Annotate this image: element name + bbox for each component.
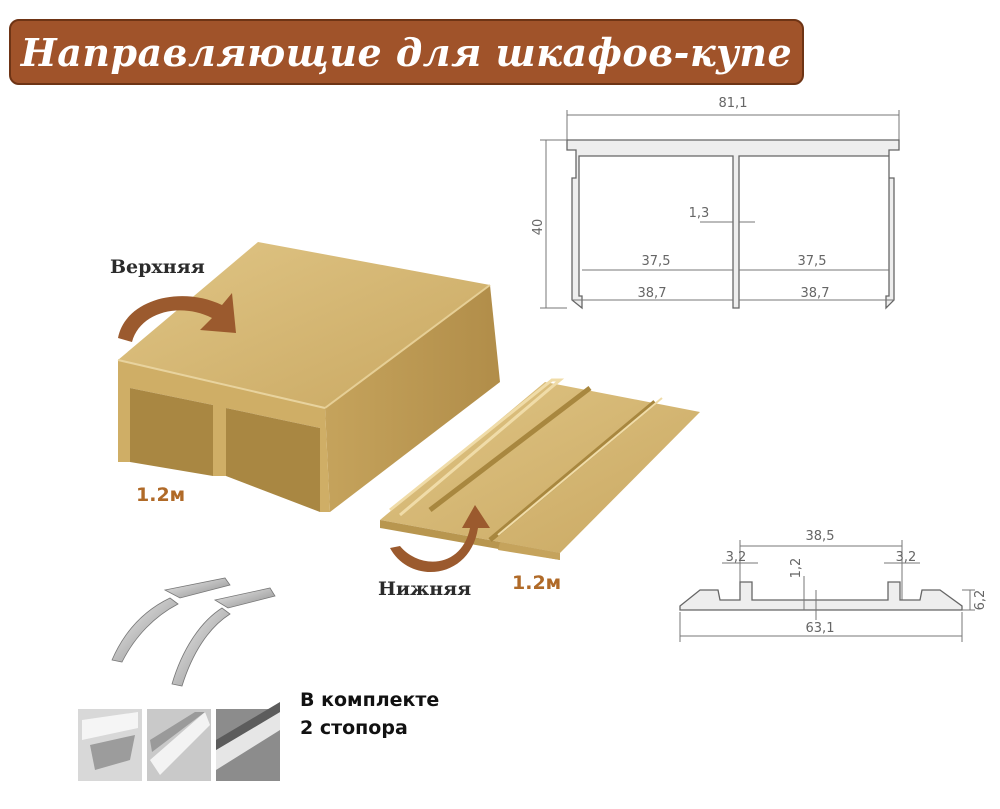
stopper-photos bbox=[78, 702, 280, 781]
kit-line-2: 2 стопора bbox=[300, 717, 408, 739]
dim-slot-left: 3,2 bbox=[726, 550, 747, 565]
lower-rail-length: 1.2м bbox=[512, 572, 562, 594]
lower-profile-drawing: 38,5 3,2 3,2 1,2 6,2 63,1 bbox=[679, 529, 988, 642]
dim-width: 81,1 bbox=[719, 96, 748, 111]
title-banner: Направляющие для шкафов-купе bbox=[9, 19, 804, 85]
dim-inner-right: 37,5 bbox=[798, 254, 827, 269]
upper-rail-length: 1.2м bbox=[136, 484, 186, 506]
lower-rail-label: Нижняя bbox=[378, 578, 472, 600]
dim-outer-left: 38,7 bbox=[638, 286, 667, 301]
dim-total-width: 63,1 bbox=[806, 621, 835, 636]
dim-slot-right: 3,2 bbox=[896, 550, 917, 565]
upper-profile-drawing: 81,1 40 1,3 37,5 37,5 38,7 38,7 bbox=[531, 96, 900, 310]
dim-outer-right: 38,7 bbox=[801, 286, 830, 301]
dim-wall-lower: 1,2 bbox=[789, 558, 804, 579]
kit-line-1: В комплекте bbox=[300, 689, 440, 711]
kit-info: В комплекте 2 стопора bbox=[300, 686, 439, 742]
dim-inner-left: 37,5 bbox=[642, 254, 671, 269]
dim-wall: 1,3 bbox=[689, 206, 710, 221]
page-title: Направляющие для шкафов-купе bbox=[20, 29, 793, 75]
dim-height: 40 bbox=[531, 219, 546, 236]
dim-height-lower: 6,2 bbox=[973, 590, 988, 611]
upper-rail-image bbox=[117, 242, 500, 512]
curved-arrow-icon bbox=[118, 293, 236, 342]
dim-inner-width: 38,5 bbox=[806, 529, 835, 544]
upper-rail-label: Верхняя bbox=[110, 256, 205, 278]
stopper-clip-icon bbox=[111, 577, 276, 687]
curved-arrow-icon bbox=[390, 505, 490, 573]
